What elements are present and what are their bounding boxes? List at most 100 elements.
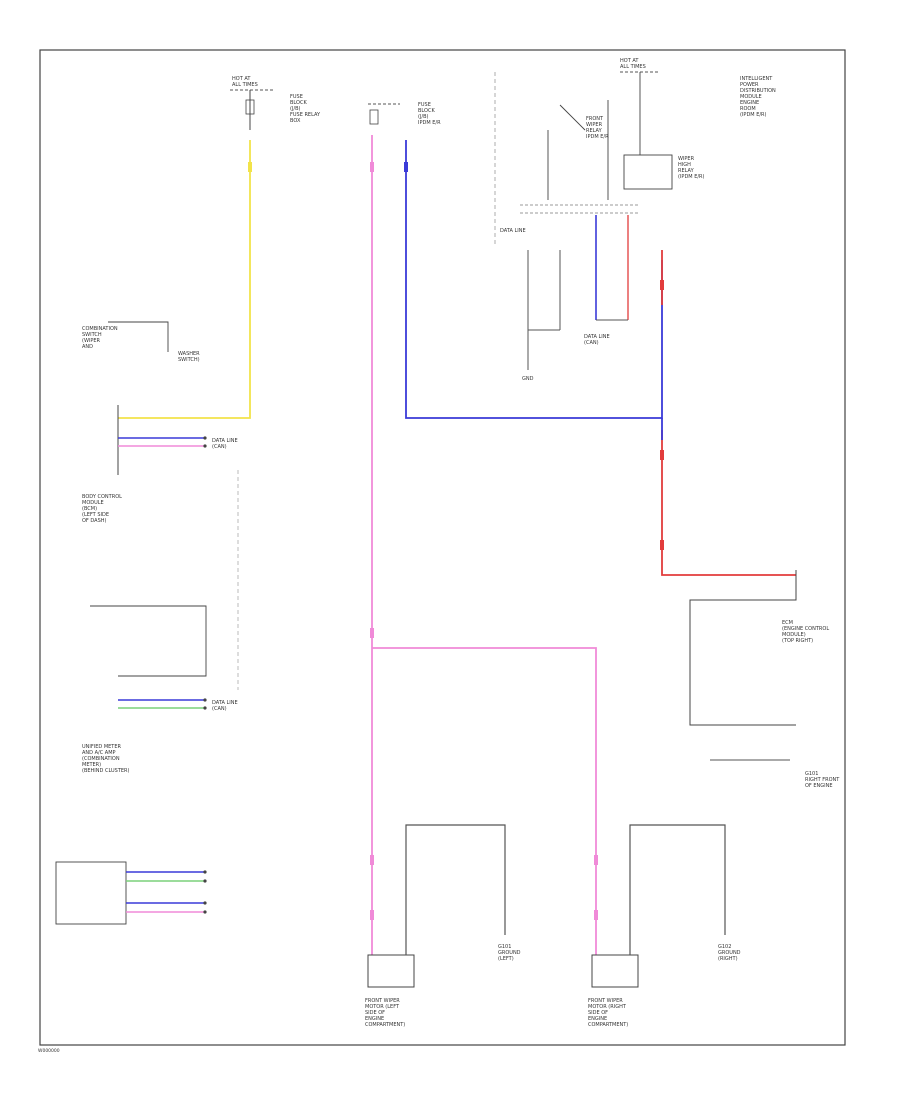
label-line: BODY CONTROL	[82, 494, 122, 500]
label-line: COMPARTMENT)	[588, 1022, 628, 1028]
label-line: (BCM)	[82, 506, 97, 512]
label-line: (CAN)	[212, 444, 227, 450]
label-line: BLOCK	[290, 100, 307, 106]
wire-marker	[594, 910, 598, 920]
wire-marker	[660, 540, 664, 550]
fuse-block-mid: FUSE BLOCK (J/B) IPDM E/R	[368, 102, 441, 126]
label-line: MODULE)	[782, 632, 806, 638]
wire-marker	[370, 162, 374, 172]
diagram-frame	[39, 49, 846, 1046]
fuse-symbol	[369, 109, 379, 125]
label-line: (J/B)	[418, 114, 429, 120]
wire	[405, 824, 506, 955]
label-line: (TOP RIGHT)	[782, 638, 813, 644]
wire-marker	[370, 628, 374, 638]
wire-marker	[248, 162, 252, 172]
combination-switch: COMBINATION SWITCH (WIPER AND WASHER SWI…	[82, 321, 200, 363]
wire-pink-branch	[372, 647, 597, 955]
label-line: HOT AT	[620, 58, 639, 64]
label-line: IPDM E/R	[418, 120, 441, 126]
connector-dot	[203, 436, 207, 440]
label-line: G102	[718, 944, 731, 950]
label-line: ROOM	[740, 106, 756, 112]
label-line: DATA LINE	[500, 228, 526, 234]
label-line: MOTOR (LEFT	[365, 1004, 400, 1010]
label-line: (RIGHT)	[718, 956, 738, 962]
label-line: (COMBINATION	[82, 756, 120, 762]
relay-box	[623, 154, 673, 190]
footer-code: W000000	[38, 1048, 60, 1054]
label-line: IPDM E/R	[586, 134, 609, 140]
label-line: (IPDM E/R)	[678, 174, 705, 180]
module-outline	[90, 605, 207, 677]
label-line: (J/B)	[290, 106, 301, 112]
label-line: GND	[522, 376, 534, 382]
label-line: ECM	[782, 620, 793, 626]
label-line: HOT AT	[232, 76, 251, 82]
ecm-module: ECM (ENGINE CONTROL MODULE) (TOP RIGHT) …	[689, 570, 840, 789]
label-line: WIPER	[586, 122, 603, 128]
label-line: METER)	[82, 762, 101, 768]
label-line: WIPER	[678, 156, 695, 162]
label-line: FUSE	[290, 94, 303, 100]
switch-contact	[559, 104, 586, 131]
label-line: INTELLIGENT	[740, 76, 773, 82]
label-line: FUSE RELAY	[290, 112, 321, 118]
label-line: (CAN)	[584, 340, 599, 346]
label-line: (IPDM E/R)	[740, 112, 767, 118]
bcm-connectors-lower: DATA LINE (CAN) UNIFIED METER AND A/C AM…	[82, 605, 238, 774]
wire-marker	[370, 855, 374, 865]
motor-box	[367, 954, 415, 988]
connector-dot	[203, 879, 207, 883]
wire-marker	[404, 162, 408, 172]
label-line: AND	[82, 344, 93, 350]
connector-dot	[203, 910, 207, 914]
label-line: ENGINE	[588, 1016, 607, 1022]
label-line: RELAY	[586, 128, 603, 134]
label-line: WASHER	[178, 351, 200, 357]
label-line: (LEFT SIDE	[82, 512, 109, 518]
label-line: OF DASH)	[82, 518, 107, 524]
label-line: FUSE	[418, 102, 431, 108]
label-line: COMPARTMENT)	[365, 1022, 405, 1028]
connector-dot	[203, 444, 207, 448]
label-line: GROUND	[498, 950, 521, 956]
label-line: FRONT WIPER	[365, 998, 400, 1004]
label-line: G101	[498, 944, 511, 950]
connector-dot	[203, 698, 207, 702]
wire-marker	[660, 450, 664, 460]
label-line: SIDE OF	[365, 1010, 385, 1016]
label-line: GROUND	[718, 950, 741, 956]
label-line: RELAY	[678, 168, 695, 174]
front-wiper-motor-right: FRONT WIPER MOTOR (RIGHT SIDE OF ENGINE …	[588, 824, 741, 1028]
fuse-symbol	[245, 99, 255, 115]
wire	[629, 824, 726, 955]
label-line: UNIFIED METER	[82, 744, 122, 750]
front-wiper-motor-left: FRONT WIPER MOTOR (LEFT SIDE OF ENGINE C…	[365, 824, 521, 1028]
label-line: OF ENGINE	[805, 783, 833, 789]
label-line: DATA LINE	[584, 334, 610, 340]
wire-red-main	[661, 430, 796, 576]
wire-blue-main	[405, 140, 663, 419]
bcm-connectors-upper: DATA LINE (CAN) BODY CONTROL MODULE (BCM…	[82, 405, 239, 690]
label-line: DATA LINE	[212, 438, 238, 444]
wire-yellow	[118, 140, 251, 419]
label-line: DATA LINE	[212, 700, 238, 706]
label-line: ALL TIMES	[232, 82, 258, 88]
ipdm-output-wires: GND DATA LINE DATA LINE (CAN)	[500, 215, 629, 382]
label-line: BLOCK	[418, 108, 435, 114]
label-line: FRONT	[586, 116, 604, 122]
label-line: SWITCH	[82, 332, 102, 338]
label-line: POWER	[740, 82, 759, 88]
switch-wire	[108, 321, 169, 352]
label-line: MOTOR (RIGHT	[588, 1004, 627, 1010]
label-line: G101	[805, 771, 818, 777]
label-line: (WIPER	[82, 338, 101, 344]
label-line: BOX	[290, 118, 301, 124]
motor-box	[591, 954, 639, 988]
fuse-block-left: HOT AT ALL TIMES FUSE BLOCK (J/B) FUSE R…	[230, 76, 321, 130]
ecm-outline	[689, 570, 797, 726]
label-line: ALL TIMES	[620, 64, 646, 70]
wire-marker	[370, 910, 374, 920]
